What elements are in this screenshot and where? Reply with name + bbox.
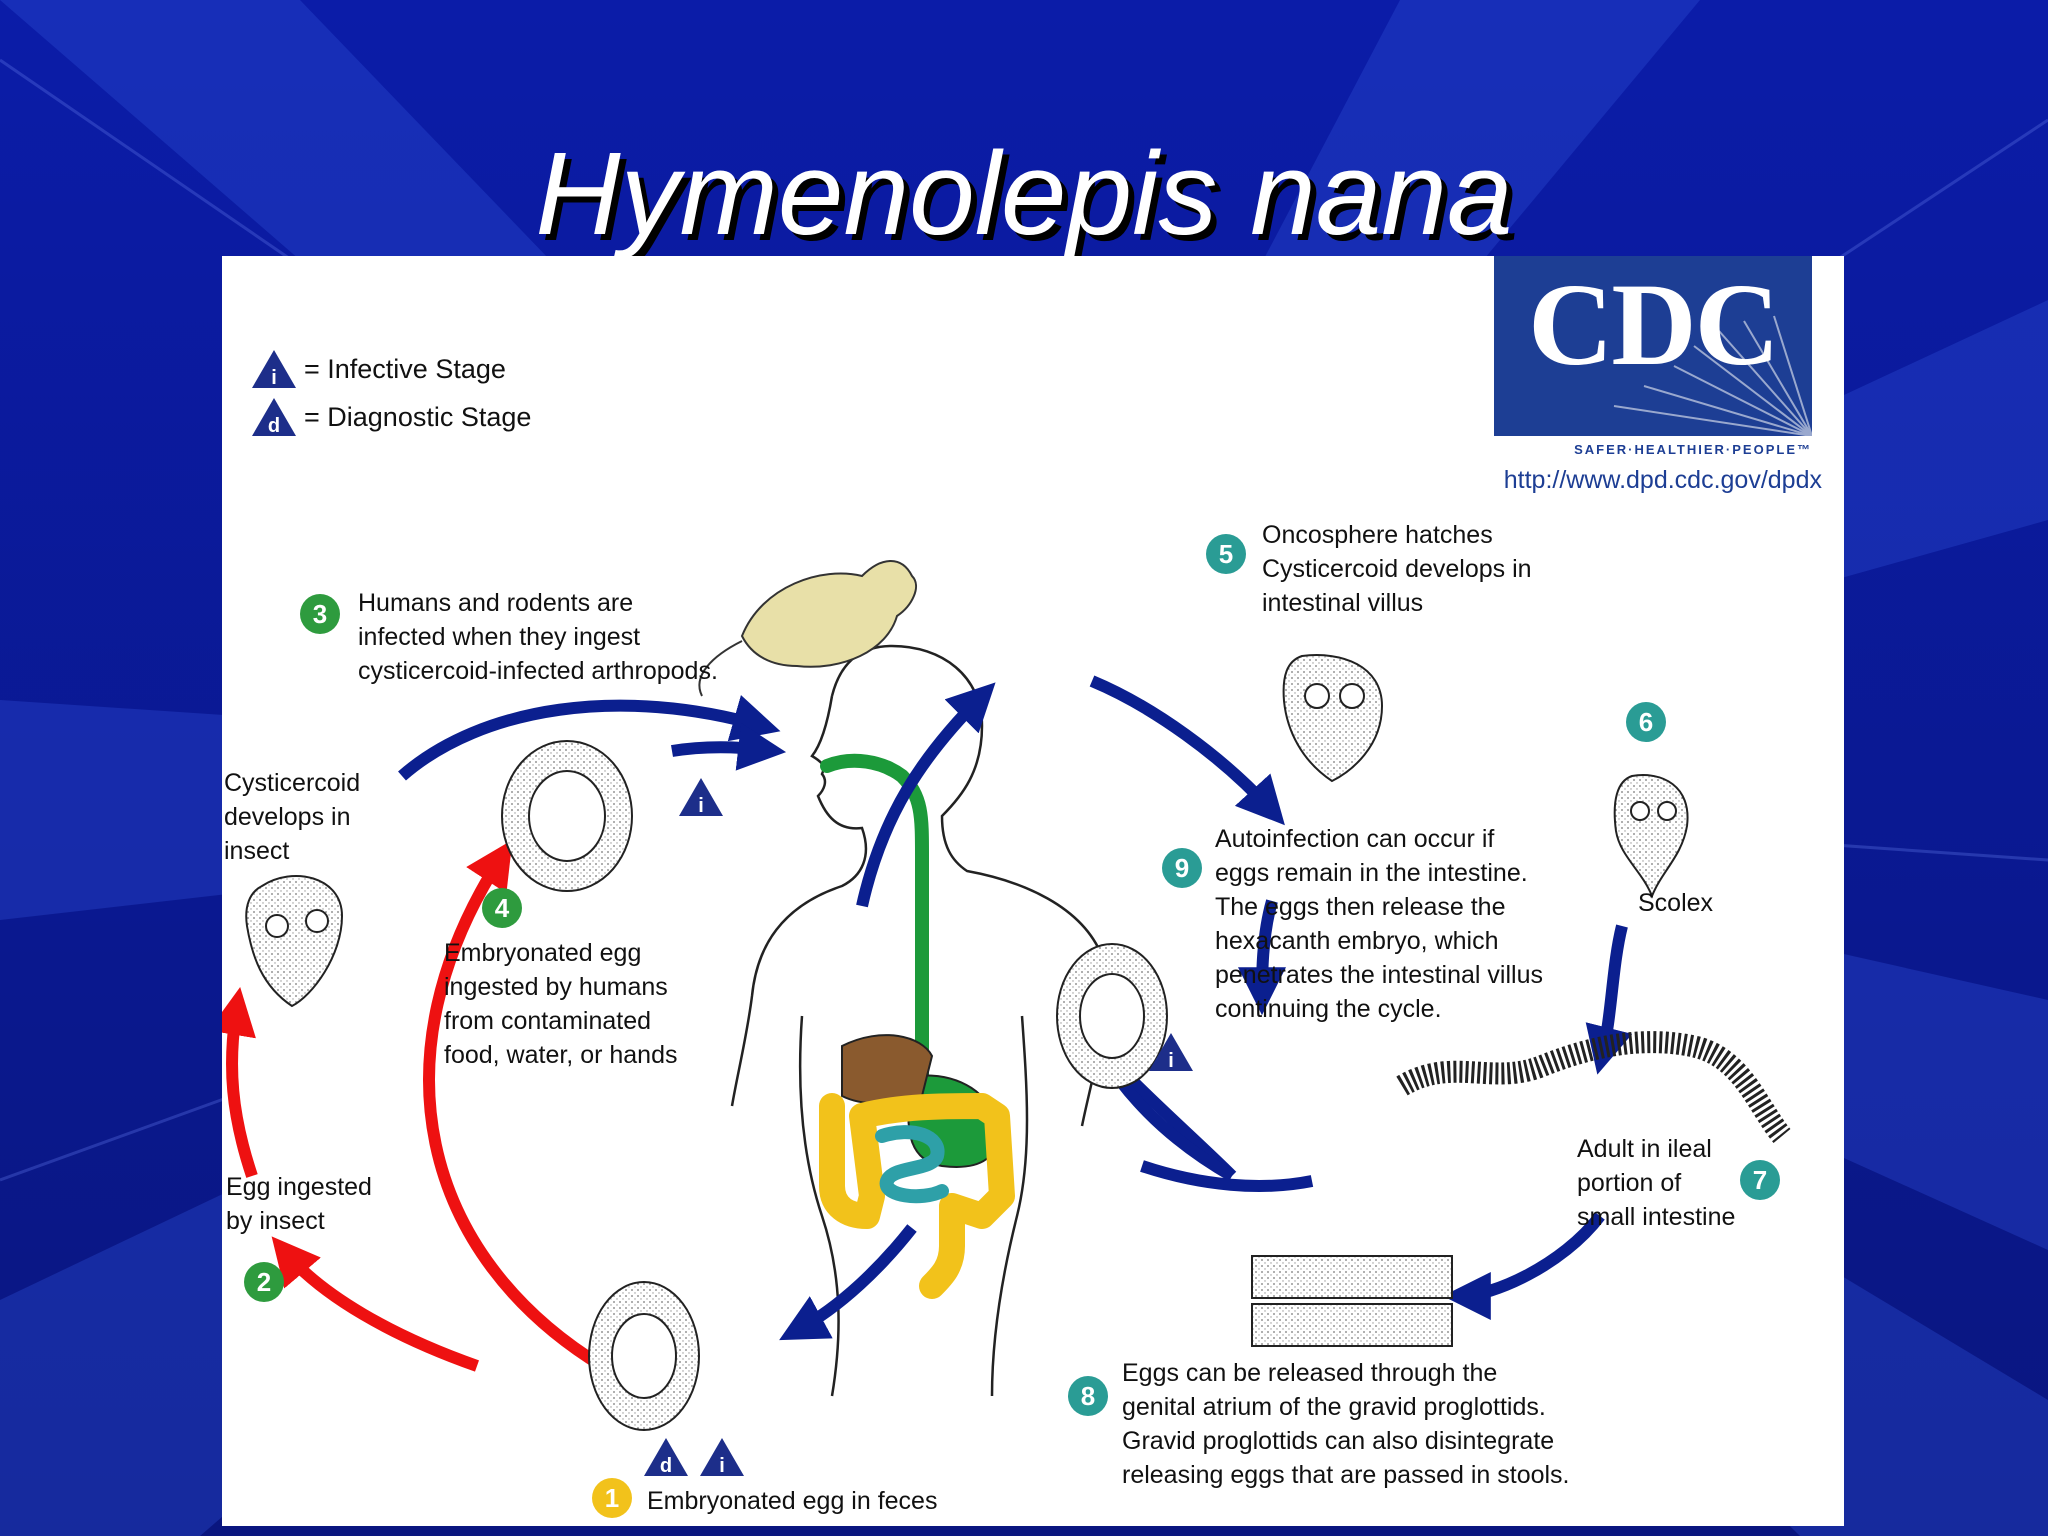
step-4-caption: Embryonated egg ingested by humans from … [444, 939, 678, 1069]
infective-stage-icon: i [679, 778, 723, 817]
cdc-tagline: SAFER·HEALTHIER·PEOPLE™ [1574, 442, 1812, 457]
cdc-url-link[interactable]: http://www.dpd.cdc.gov/dpdx [1503, 466, 1822, 494]
step-1-caption: Embryonated egg in feces [647, 1487, 938, 1515]
step-2-caption: Egg ingested by insect [226, 1173, 372, 1235]
slide-title: Hymenolepis nana [535, 128, 1513, 260]
step-7-caption: Adult in ileal portion of small intestin… [1577, 1135, 1736, 1231]
svg-text:d: d [268, 415, 280, 437]
scolex-illustration [1613, 774, 1689, 899]
infective-stage-icon: i [1149, 1033, 1193, 1072]
step-9-caption: Autoinfection can occur if eggs remain i… [1215, 825, 1543, 1023]
step-number-3: 3 [300, 594, 340, 634]
red-cycle-arrows [222, 839, 606, 1372]
svg-text:i: i [1168, 1050, 1174, 1072]
svg-text:i: i [719, 1455, 725, 1477]
diagnostic-stage-icon: d [644, 1438, 688, 1477]
egg-illustrations [501, 740, 1168, 1431]
step-number-5: 5 [1206, 534, 1246, 574]
diagnostic-stage-icon: d [252, 398, 296, 437]
step-number-7: 7 [1740, 1160, 1780, 1200]
adult-worm-illustration [1396, 1031, 1791, 1144]
step-6-caption: Scolex [1638, 889, 1714, 917]
cdc-logo: CDC [1494, 256, 1812, 436]
step-number-4: 4 [482, 888, 522, 928]
step-number-1: 1 [592, 1478, 632, 1518]
step-number-8: 8 [1068, 1376, 1108, 1416]
step-5-caption: Oncosphere hatches Cysticercoid develops… [1262, 521, 1532, 617]
step-8-caption: Eggs can be released through the genital… [1122, 1359, 1570, 1489]
legend-infective: i = Infective Stage [250, 348, 506, 390]
cdc-logo-wordmark: CDC [1528, 259, 1780, 390]
cysticercoid-illustrations [245, 654, 1384, 1008]
legend-diagnostic-label: = Diagnostic Stage [304, 402, 532, 432]
svg-text:i: i [271, 367, 277, 389]
life-cycle-diagram: i = Infective Stage d = Diagnostic Stage… [222, 256, 1844, 1526]
svg-text:i: i [698, 795, 704, 817]
step-number-6: 6 [1626, 702, 1666, 742]
svg-text:d: d [660, 1455, 672, 1477]
infective-stage-icon: i [700, 1438, 744, 1477]
step-number-2: 2 [244, 1262, 284, 1302]
insect-stage-caption: Cysticercoid develops in insect [224, 769, 361, 865]
cdc-logo-rays [1613, 315, 1812, 436]
legend-diagnostic: d = Diagnostic Stage [250, 396, 531, 438]
infective-stage-icon: i [252, 350, 296, 389]
digestive-tract [819, 753, 1015, 1299]
rodent-illustration [698, 560, 917, 697]
step-3-caption: Humans and rodents are infected when the… [358, 589, 718, 685]
proglottid-illustration [1251, 1255, 1453, 1347]
legend-infective-label: = Infective Stage [304, 354, 506, 384]
step-number-9: 9 [1162, 848, 1202, 888]
diagram-artwork [222, 560, 1791, 1431]
